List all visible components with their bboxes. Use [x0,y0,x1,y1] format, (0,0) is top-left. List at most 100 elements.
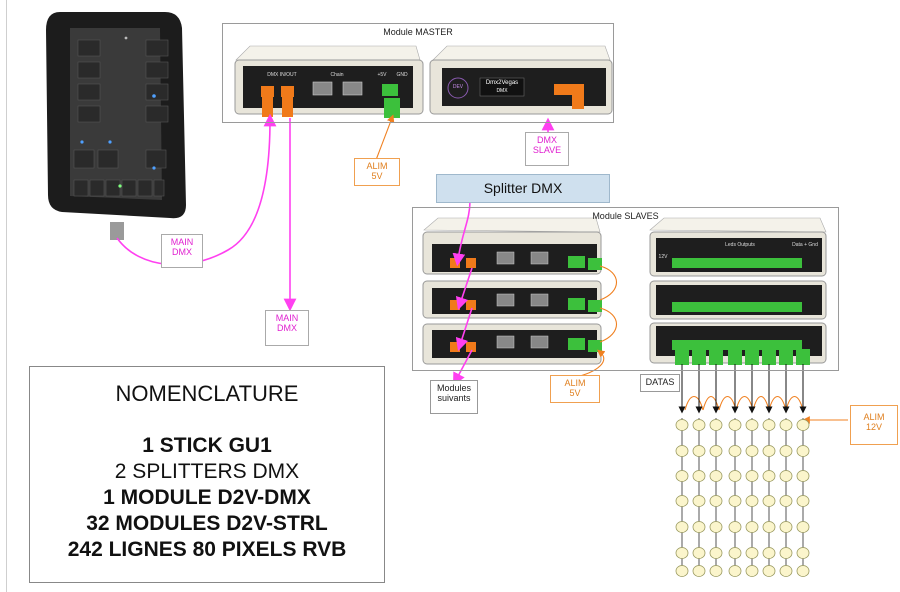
master-5v-text: +5V [377,72,387,78]
dmx-slave-label-line1: DMX [537,135,557,145]
led-pixel [779,547,793,559]
nomenclature-line-2: 2 SPLITTERS DMX [114,460,300,483]
slave-strl-module-1 [649,217,827,277]
led-pixel [796,547,810,559]
splitter-dmx-box: Splitter DMX [436,174,610,203]
pixel-grid [675,418,810,577]
alim-5v-master-line1: ALIM [366,161,388,171]
nomenclature-line-5: 242 LIGNES 80 PIXELS RVB [67,538,347,561]
led-pixel [709,547,723,559]
led-pixel [762,547,776,559]
modules-suivants-label: Modules suivants [430,380,478,414]
led-pixel [745,547,759,559]
led-pixel [675,445,689,457]
led-pixel [709,445,723,457]
strl-data-gnd-text: Data + Gnd [792,242,818,248]
strl-leds-outputs-text: Leds Outputs [725,242,755,248]
led-pixel [692,521,706,533]
led-pixel [692,470,706,482]
led-pixel [709,470,723,482]
main-dmx-label-1: MAIN DMX [161,234,203,268]
stick-gu1-device [46,12,186,240]
led-pixel [796,445,810,457]
led-pixel [728,565,742,577]
led-pixel [762,565,776,577]
led-pixel [745,419,759,431]
led-pixel [675,470,689,482]
alim-5v-slaves-line1: ALIM [564,378,586,388]
led-pixel [762,521,776,533]
led-pixel [745,565,759,577]
strl-output-terminals [675,349,810,365]
slaves-frame: Module SLAVES [412,207,839,371]
led-pixel [692,547,706,559]
led-pixel [709,521,723,533]
master-dmx-io-device [234,45,424,118]
led-pixel [692,445,706,457]
slave-dmx-module-1 [422,217,602,275]
modules-suivants-line2: suivants [437,393,471,403]
led-pixel [709,419,723,431]
nomenclature-line-1: 1 STICK GU1 [142,434,272,457]
left-border-line [6,0,7,592]
main-dmx-label-2: MAIN DMX [265,310,309,346]
alim-5v-slaves-label: ALIM 5V [550,375,600,403]
led-pixel [728,470,742,482]
led-pixel [692,565,706,577]
dmx-slave-label-line2: SLAVE [532,145,562,155]
main-dmx-label-1-line1: MAIN [170,237,194,247]
dmx-slave-label: DMX SLAVE [525,132,569,166]
led-pixel [796,565,810,577]
nomenclature-box: NOMENCLATURE 1 STICK GU1 2 SPLITTERS DMX… [29,366,385,583]
led-pixel [709,565,723,577]
datas-label: DATAS [640,374,680,392]
led-pixel [675,565,689,577]
main-dmx-label-1-line2: DMX [172,247,192,257]
led-pixel [709,495,723,507]
alim-5v-master-label: ALIM 5V [354,158,400,186]
led-pixel [728,521,742,533]
led-pixel [779,495,793,507]
led-pixel [745,495,759,507]
slave-strl-module-2 [649,280,827,320]
master-dmx-io-text: DMX IN/OUT [267,72,297,78]
strl-12v-text: 12V [658,254,668,260]
led-pixel [745,521,759,533]
led-pixel [796,495,810,507]
led-pixel [675,521,689,533]
nomenclature-line-4: 32 MODULES D2V-STRL [86,512,328,535]
master-frame: Module MASTER [222,23,614,123]
led-pixel [675,547,689,559]
nomenclature-title: NOMENCLATURE [115,381,299,406]
led-pixel [728,419,742,431]
alim-12v-label: ALIM 12V [850,405,898,445]
led-pixel [779,521,793,533]
led-pixel [779,565,793,577]
led-pixel [728,495,742,507]
data-lines [678,364,807,414]
led-pixel [762,419,776,431]
led-pixel [779,419,793,431]
master-gnd-text: GND [396,72,408,78]
master-logo-line1: Dmx2Vegas [485,80,519,86]
led-pixel [796,419,810,431]
led-pixel [728,547,742,559]
alim-12v-line2: 12V [865,422,882,432]
led-pixel [745,470,759,482]
main-dmx-label-2-line2: DMX [277,323,297,333]
alim-5v-master-line2: 5V [371,171,383,181]
alim-12v-line1: ALIM [863,412,885,422]
led-pixel [675,495,689,507]
modules-suivants-line1: Modules [436,383,472,393]
led-pixel [728,445,742,457]
led-pixel [796,470,810,482]
master-chain-text: Chain [330,72,344,78]
led-pixel [796,521,810,533]
led-pixel [745,445,759,457]
led-pixel [692,419,706,431]
led-pixel [779,470,793,482]
master-logo-line2: DMX [496,88,508,94]
led-pixel [762,445,776,457]
led-pixel [762,495,776,507]
